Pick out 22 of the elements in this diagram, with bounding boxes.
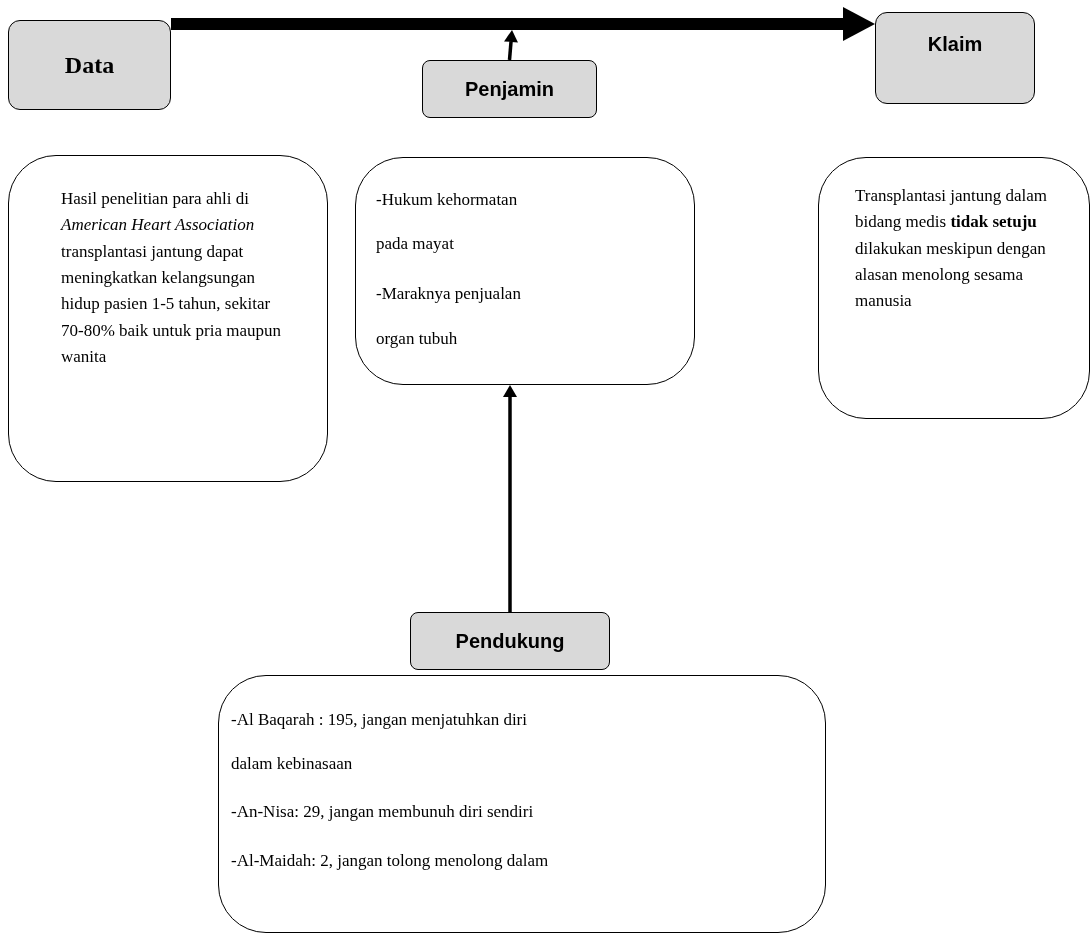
heading-text: Penjamin — [465, 77, 554, 101]
text-box — [818, 157, 1090, 419]
body-text: -An-Nisa: 29, jangan membunuh diri sendiri — [231, 801, 535, 824]
body-text: -Al Baqarah : 195, jangan menjatuhkan diri dalam kebinasaan — [231, 709, 528, 776]
label-box — [410, 612, 610, 670]
body-text: Transplantasi jantung dalam bidang medis tidak setuju dilakukan meskipun dengan alasan menolong sesama manusia — [855, 185, 1048, 313]
text-box — [218, 675, 826, 933]
text-box — [355, 157, 695, 385]
body-text: -Hukum kehormatan pada mayat — [376, 189, 519, 256]
heading-text: Data — [64, 51, 115, 79]
arrow — [171, 7, 875, 41]
body-text: -Maraknya penjualan organ tubuh — [376, 283, 522, 350]
text-box — [8, 155, 328, 482]
arrow — [504, 30, 518, 61]
arrow — [503, 385, 517, 612]
label-box — [422, 60, 597, 118]
label-box — [875, 12, 1035, 104]
label-box — [8, 20, 171, 110]
body-text: Hasil penelitian para ahli di American Heart Association transplantasi jantung dapat meningkatkan kelangsungan hidup pasien 1-5 tahun, sekitar 70-80% baik untuk pria maupun wanita — [61, 188, 282, 369]
body-text: -Al-Maidah: 2, jangan tolong menolong dalam — [231, 849, 550, 872]
heading-text: Klaim — [927, 33, 983, 56]
heading-text: Pendukung — [455, 629, 565, 653]
